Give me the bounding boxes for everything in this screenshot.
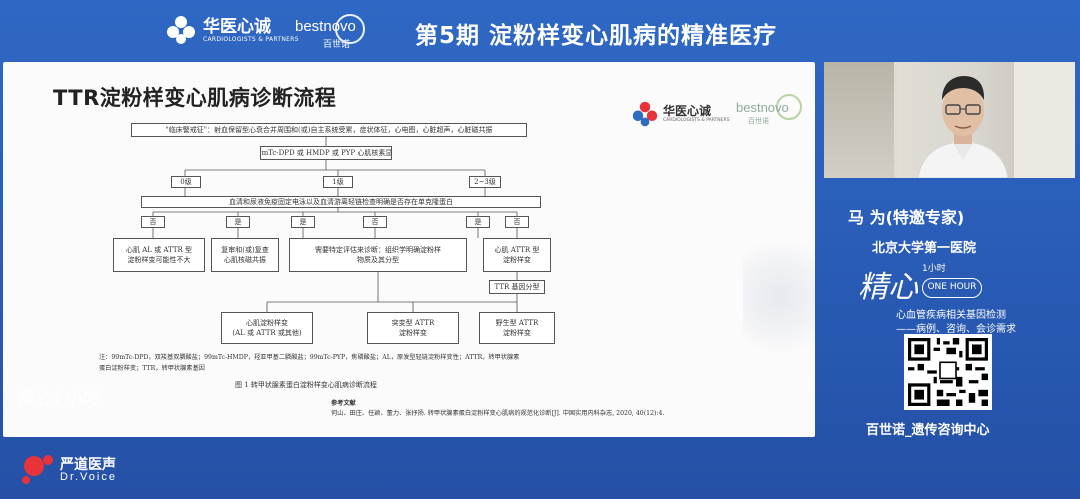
dr-voice-en: Dr.Voice bbox=[60, 471, 117, 483]
flow-result-attr: 心肌 ATTR 型 淀粉样变 bbox=[483, 238, 551, 272]
cross-logo-icon bbox=[632, 101, 658, 127]
flow-final-mutant-line1: 突变型 ATTR bbox=[391, 319, 435, 327]
slide-logo2-en: bestnovo bbox=[736, 100, 789, 115]
flow-yes-3: 是 bbox=[466, 216, 490, 228]
flow-result-histology-line1: 需要特定评估来诊断：组织学明确淀粉样 bbox=[315, 246, 441, 254]
flow-result-recheck: 复审和(或)复查 心肌核磁共振 bbox=[211, 238, 279, 272]
speaker-video bbox=[824, 62, 1075, 178]
qr-code-icon bbox=[908, 338, 988, 406]
flow-final-mutant: 突变型 ATTR 淀粉样变 bbox=[367, 312, 459, 344]
video-background-wall bbox=[1014, 62, 1075, 178]
cross-logo-icon bbox=[167, 16, 195, 44]
video-background-shelf bbox=[824, 62, 894, 178]
reference-text: 何山、田庄、任颖、董力、张抒扬. 转甲状腺素蛋白淀粉样变心肌病的规范化诊断[J]… bbox=[331, 410, 665, 417]
flow-final-wildtype: 野生型 ATTR 淀粉样变 bbox=[479, 312, 555, 344]
flow-no-1: 否 bbox=[141, 216, 165, 228]
qr-code[interactable] bbox=[904, 334, 992, 410]
flow-final-wildtype-line1: 野生型 ATTR bbox=[495, 319, 539, 327]
slide-logo1-tagline: CARDIOLOGISTS & PARTNERS bbox=[663, 118, 730, 123]
speaker-name: 马 为(特邀专家) bbox=[848, 208, 965, 227]
flow-blood-test: 血清和尿液免疫固定电泳以及血清游离轻链检查明确是否存在单克隆蛋白 bbox=[141, 196, 541, 208]
slide-cardiologists-logo: 华医心诚 CARDIOLOGISTS & PARTNERS bbox=[631, 100, 729, 128]
logo1-tagline: CARDIOLOGISTS & PARTNERS bbox=[203, 35, 299, 43]
slide-title: TTR淀粉样变心肌病诊断流程 bbox=[53, 86, 337, 110]
flowchart-connectors bbox=[152, 137, 518, 312]
speaker-hospital: 北京大学第一医院 bbox=[872, 241, 977, 256]
service-line-1: 心血管疾病相关基因检测 bbox=[896, 310, 1006, 321]
speaker-avatar bbox=[917, 76, 1009, 178]
flow-no-2: 否 bbox=[363, 216, 387, 228]
slide-logo1-name: 华医心诚 bbox=[663, 104, 712, 118]
dr-voice-cn: 严道医声 bbox=[60, 457, 116, 473]
flow-result-unlikely: 心肌 AL 或 ATTR 型 淀粉样变可能性不大 bbox=[113, 238, 205, 272]
flow-final-amyloidosis: 心肌淀粉样变 (AL 或 ATTR 或其他) bbox=[221, 312, 313, 344]
flow-note-line2: 蛋白淀粉样变；TTR，转甲状腺素基因 bbox=[99, 365, 205, 372]
service-line-2: ——病例、咨询、会诊需求 bbox=[896, 324, 1016, 335]
cardiologists-partners-logo: 华医心诚 CARDIOLOGISTS & PARTNERS bbox=[165, 14, 299, 46]
reference-title: 参考文献 bbox=[331, 400, 356, 407]
logo2-en: bestnovo bbox=[295, 18, 356, 35]
flow-grade-2-3: 2~3级 bbox=[469, 176, 501, 188]
bestnovo-logo: bestnovo 百世诺 bbox=[295, 14, 371, 50]
logo1-name: 华医心诚 bbox=[203, 16, 271, 37]
flow-no-3: 否 bbox=[505, 216, 529, 228]
logo2-cn: 百世诺 bbox=[323, 40, 351, 50]
genetic-counseling-center: 百世诺_遗传咨询中心 bbox=[866, 423, 990, 438]
flow-result-attr-line2: 淀粉样变 bbox=[503, 256, 531, 264]
slide-logo2-cn: 百世诺 bbox=[748, 117, 769, 125]
top-banner: 华医心诚 CARDIOLOGISTS & PARTNERS bestnovo 百… bbox=[0, 0, 1080, 60]
flow-yes-2: 是 bbox=[291, 216, 315, 228]
presentation-slide: TTR淀粉样变心肌病诊断流程 华医心诚 CARDIOLOGISTS & PART… bbox=[3, 62, 815, 437]
flow-result-unlikely-line1: 心肌 AL 或 ATTR 型 bbox=[125, 246, 192, 254]
flow-grade-1: 1级 bbox=[323, 176, 353, 188]
brand-hour-cn: 1小时 bbox=[922, 264, 946, 274]
flow-result-histology: 需要特定评估来诊断：组织学明确淀粉样 物质及其分型 bbox=[289, 238, 467, 272]
flow-result-unlikely-line2: 淀粉样变可能性不大 bbox=[127, 256, 191, 264]
flow-clinical-signs: "临床警戒征"：射血保留型心衰合并周围和(或)自主系统受累，症状体征，心电图，心… bbox=[131, 123, 527, 137]
slide-watermark bbox=[743, 232, 815, 362]
ring-icon bbox=[335, 14, 365, 44]
flow-final-amyloidosis-line1: 心肌淀粉样变 bbox=[246, 319, 288, 327]
ring-icon bbox=[776, 94, 802, 120]
flow-scintigraphy: 99mTc-DPD 或 HMDP 或 PYP 心肌核素显像 bbox=[260, 146, 392, 160]
flow-final-amyloidosis-line2: (AL 或 ATTR 或其他) bbox=[232, 329, 302, 337]
brand-hour-en: ONE HOUR bbox=[922, 278, 982, 298]
brand-calligraphy: 精心 bbox=[858, 270, 918, 305]
episode-title: 第5期 淀粉样变心肌病的精准医疗 bbox=[415, 23, 778, 49]
flow-result-attr-line1: 心肌 ATTR 型 bbox=[494, 246, 540, 254]
flow-result-recheck-line2: 心肌核磁共振 bbox=[224, 256, 266, 264]
figure-caption: 图 1 转甲状腺素蛋白淀粉样变心肌病诊断流程 bbox=[235, 381, 377, 389]
flow-yes-1: 是 bbox=[226, 216, 250, 228]
flow-grade-0: 0级 bbox=[171, 176, 201, 188]
dr-voice-dots-icon bbox=[22, 455, 53, 484]
flow-final-wildtype-line2: 淀粉样变 bbox=[503, 329, 531, 337]
slide-brand-watermark: 精心1小时 bbox=[16, 388, 100, 409]
flow-final-mutant-line2: 淀粉样变 bbox=[399, 329, 427, 337]
one-hour-brand-logo: 精心 1小时 ONE HOUR bbox=[858, 260, 988, 312]
diagnosis-flowchart: "临床警戒征"：射血保留型心衰合并周围和(或)自主系统受累，症状体征，心电图，心… bbox=[3, 62, 815, 437]
flow-result-histology-line2: 物质及其分型 bbox=[357, 256, 399, 264]
flow-note-line1: 注：99mTc-DPD，双羧基双膦酸盐；99mTc-HMDP，羟亚甲基二膦酸盐；… bbox=[99, 354, 520, 361]
flow-result-recheck-line1: 复审和(或)复查 bbox=[221, 246, 269, 254]
flow-gene-typing: TTR 基因分型 bbox=[489, 280, 545, 294]
slide-bestnovo-logo: bestnovo 百世诺 bbox=[736, 94, 815, 126]
